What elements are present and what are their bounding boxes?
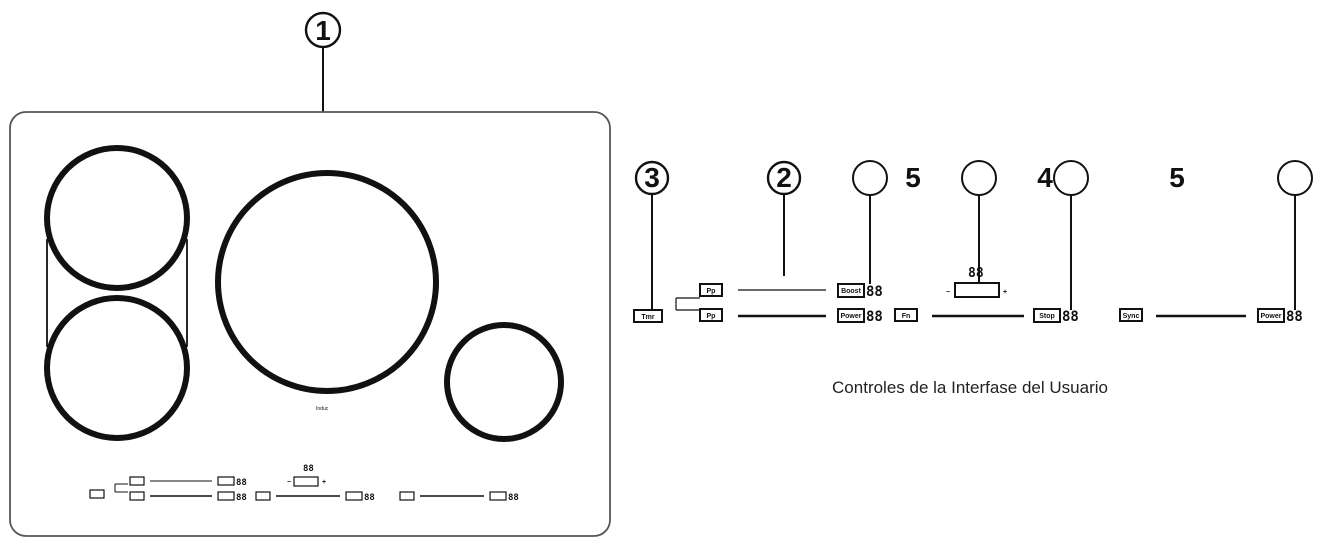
mini-sync-key-top [129, 476, 145, 486]
stop-key-label: Stop [1039, 313, 1055, 320]
mini-plus: + [322, 479, 326, 486]
right-power-key[interactable] [1257, 308, 1285, 323]
timer-key-label: Tmr [641, 314, 655, 321]
stop-key[interactable] [1033, 308, 1061, 323]
mini-display-4: 88 [303, 464, 314, 474]
right-zone-key-label: Sync [1123, 313, 1140, 320]
callout-4-label: 4 [1037, 162, 1053, 193]
mini-display-3: 88 [364, 493, 375, 503]
callout-empty-a [852, 160, 888, 196]
mini-timer-key [89, 489, 105, 499]
mini-display-5: 88 [508, 493, 519, 503]
center-selector[interactable] [954, 282, 1000, 298]
brand-mark: Induc [316, 406, 329, 412]
mini-display-2: 88 [236, 493, 247, 503]
callout-3-label: 3 [644, 162, 660, 193]
boost-key-label: Boost [841, 288, 862, 295]
timer-key[interactable] [633, 309, 663, 323]
callout-2-label: 2 [776, 162, 792, 193]
display-bottom: 88 [866, 309, 883, 325]
display-center: 88 [968, 266, 984, 281]
diagram-caption: Controles de la Interfase del Usuario [832, 378, 1108, 397]
display-right: 88 [1286, 309, 1303, 325]
cooktop-mini-controls: 88 88 88 88 − + 88 [89, 464, 519, 503]
power-key-label: Power [840, 313, 861, 320]
zone-key-top[interactable] [699, 283, 723, 297]
callout-empty-c [1277, 160, 1313, 196]
center-minus: − [946, 289, 950, 296]
fn-key[interactable] [894, 308, 918, 322]
burner-front-left-top [44, 145, 190, 291]
right-zone-key[interactable] [1119, 308, 1143, 322]
mini-minus: − [287, 479, 291, 486]
right-power-key-label: Power [1260, 313, 1281, 320]
burner-center-large [215, 170, 439, 394]
callout-4-circle [1053, 160, 1089, 196]
power-key[interactable] [837, 308, 865, 323]
boost-key[interactable] [837, 283, 865, 298]
zone-key-bottom-label: Pp [707, 313, 716, 320]
burner-right-small [444, 322, 564, 442]
center-plus: + [1003, 289, 1007, 296]
callout-5a-label: 5 [905, 162, 921, 193]
mini-sync-key-bottom [129, 491, 145, 501]
callout-empty-b [961, 160, 997, 196]
cooktop-outline [9, 111, 611, 537]
callout-1-label: 1 [315, 15, 331, 46]
burner-front-left-bottom [44, 295, 190, 441]
display-top: 88 [866, 284, 883, 300]
zone-key-top-label: Pp [707, 288, 716, 295]
callout-5b-label: 5 [1169, 162, 1185, 193]
display-stop: 88 [1062, 309, 1079, 325]
fn-key-label: Fn [902, 313, 911, 320]
mini-display-1: 88 [236, 478, 247, 488]
zone-key-bottom[interactable] [699, 308, 723, 322]
